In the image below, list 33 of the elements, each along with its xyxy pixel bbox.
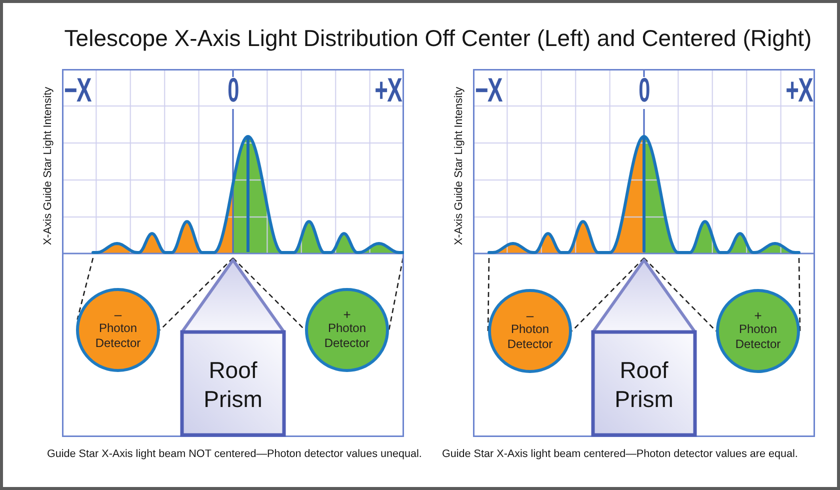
dashed-connector xyxy=(487,258,490,331)
axis-mark: +X xyxy=(786,73,813,107)
polarity-sign: + xyxy=(343,309,351,321)
axis-mark: +X xyxy=(375,73,402,107)
prism-shape xyxy=(180,258,286,437)
polarity-sign: + xyxy=(754,310,762,322)
dashed-connector xyxy=(232,258,306,330)
prism-label: Roof Prism xyxy=(204,356,262,414)
axis-mark: −X xyxy=(475,73,502,107)
dashed-connector xyxy=(572,258,644,332)
panel-description: Guide Star X-Axis light beam NOT centered—Photon detector values unequal. xyxy=(47,448,422,461)
panel-description: Guide Star X-Axis light beam centered—Photon detector values are equal. xyxy=(442,448,798,461)
axis-mark: −X xyxy=(64,73,91,107)
axis-title: X-Axis Guide Star Light Intensity xyxy=(453,86,465,246)
dashed-connector xyxy=(798,258,801,331)
dashed-connector xyxy=(76,258,94,320)
detector-label: Photon Detector xyxy=(735,322,781,352)
dashed-connector xyxy=(644,258,716,332)
polarity-sign: – xyxy=(526,310,534,322)
dashed-connector xyxy=(160,258,234,330)
prism-label: Roof Prism xyxy=(614,356,674,414)
prism-shape xyxy=(591,258,697,437)
axis-mark: 0 xyxy=(228,73,238,107)
axis-title: X-Axis Guide Star Light Intensity xyxy=(42,86,54,246)
chart-panel xyxy=(62,69,404,437)
axis-mark: 0 xyxy=(638,73,650,107)
dashed-connector xyxy=(388,258,404,330)
title: Telescope X-Axis Light Distribution Off Center (Left) and Centered (Right) xyxy=(64,24,812,52)
detector-label: Photon Detector xyxy=(507,322,553,352)
chart-panel xyxy=(473,69,815,437)
detector-label: Photon Detector xyxy=(324,321,370,351)
polarity-sign: – xyxy=(114,309,122,321)
detector-label: Photon Detector xyxy=(95,321,141,351)
